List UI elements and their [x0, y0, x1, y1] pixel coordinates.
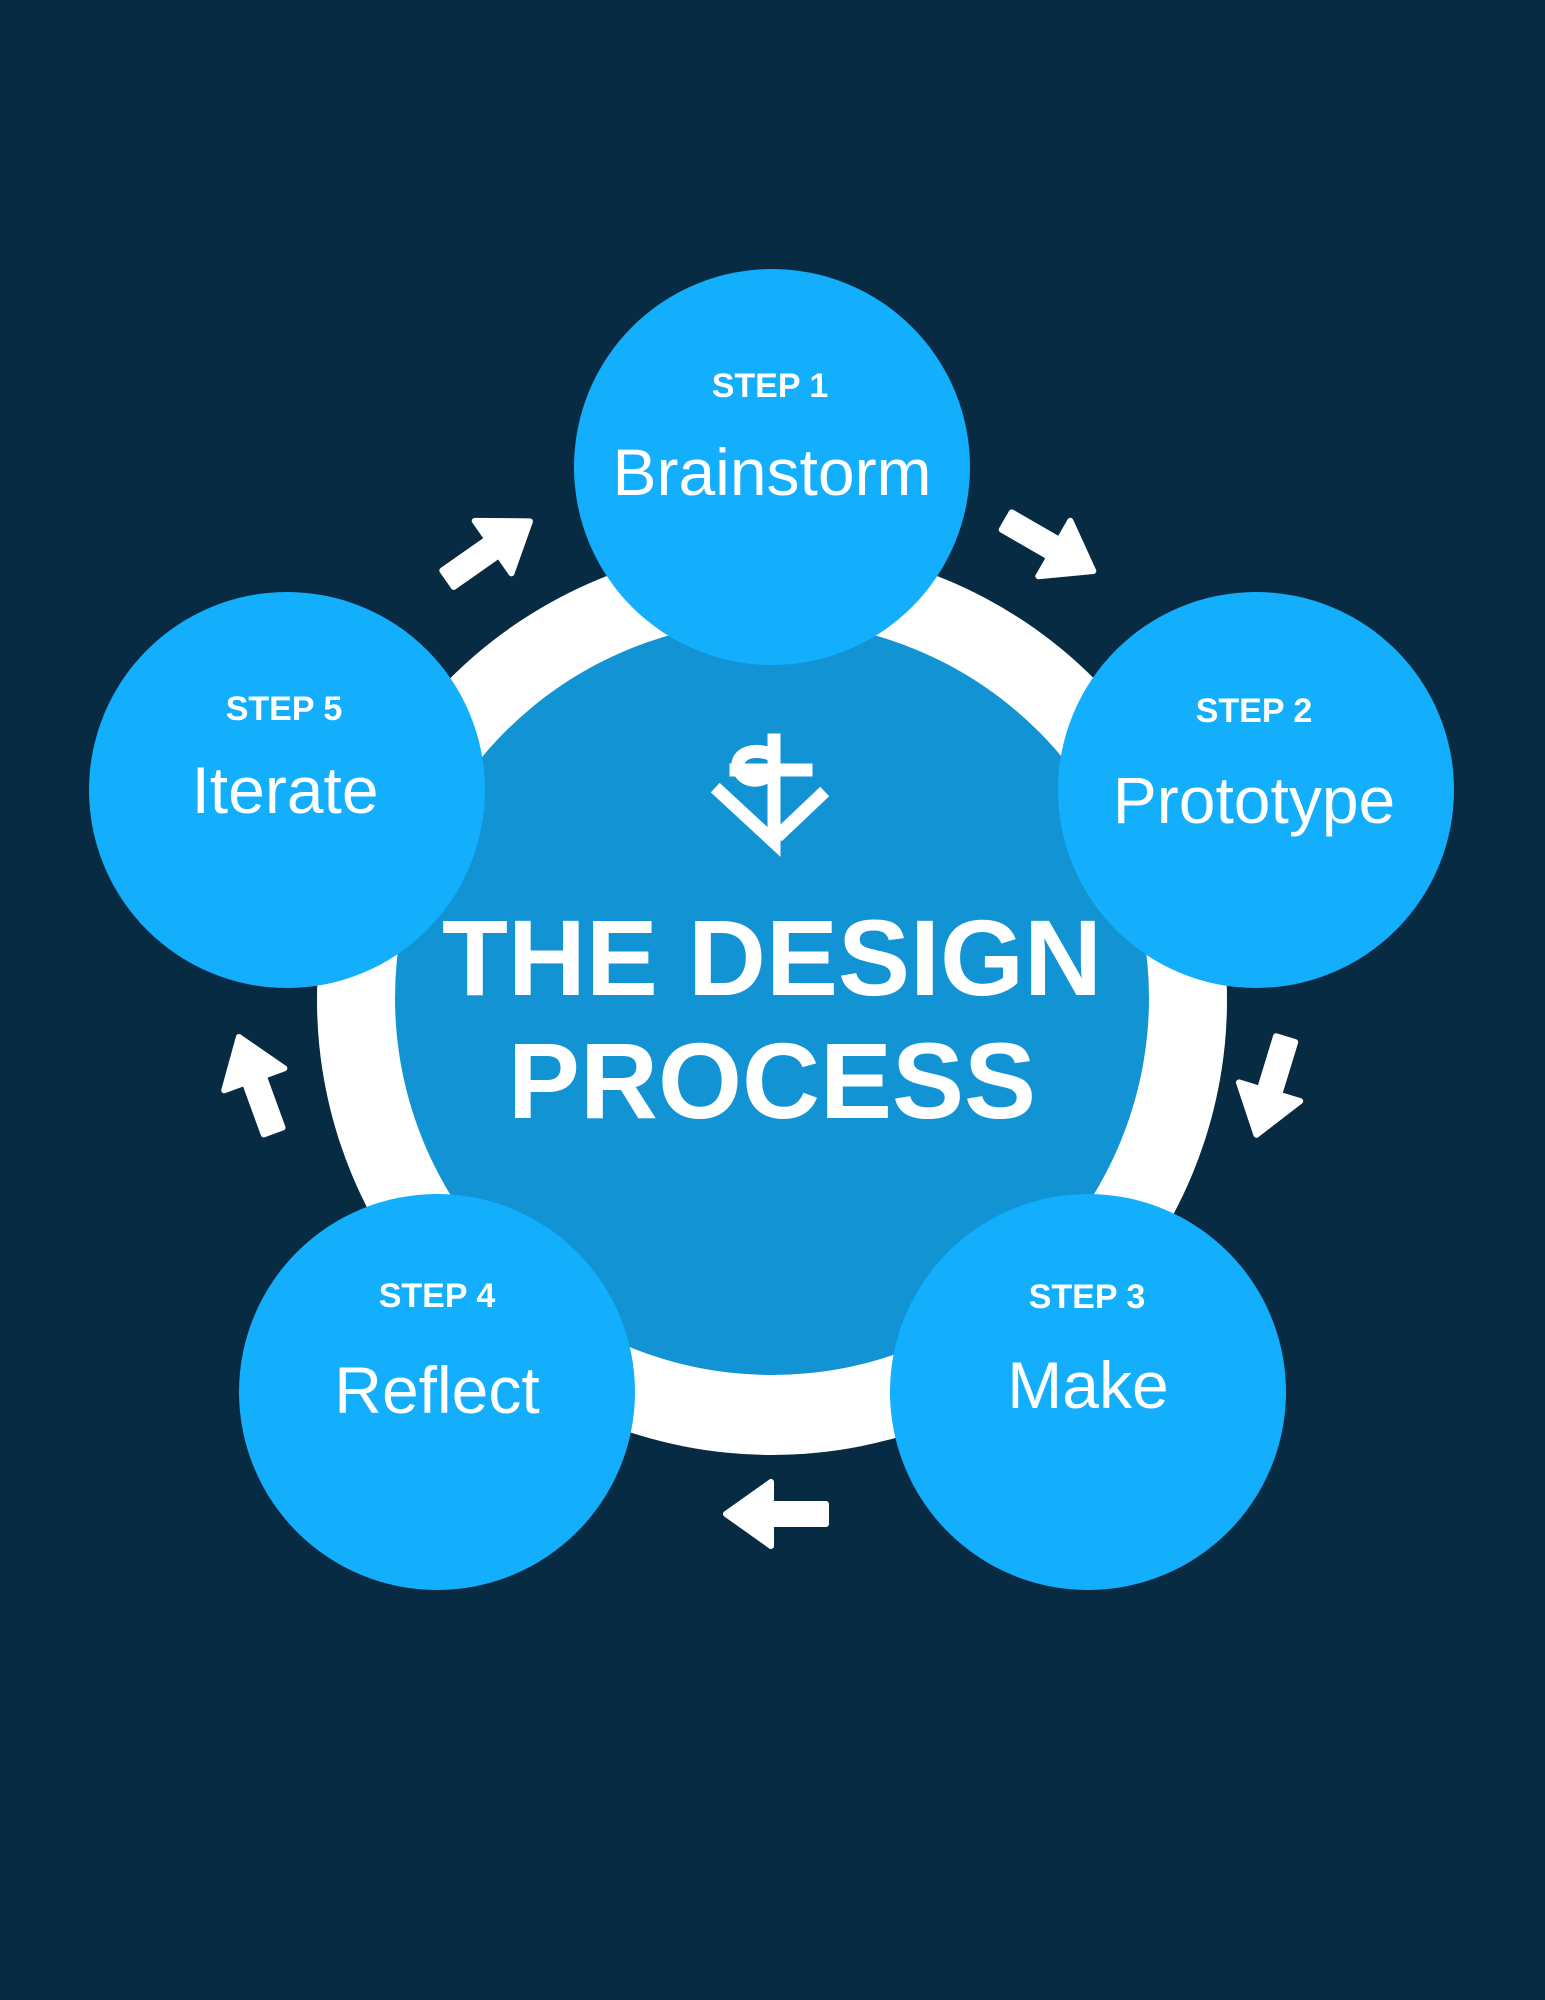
arrow-up-icon: [221, 1034, 288, 1138]
step-4-label: STEP 4: [379, 1277, 496, 1315]
step-2-name: Prototype: [1113, 763, 1396, 837]
step-4: STEP 4 Reflect: [239, 1194, 635, 1590]
step-1-label: STEP 1: [712, 367, 829, 405]
step-3-label: STEP 3: [1029, 1278, 1146, 1316]
step-1-circle: [574, 269, 970, 665]
step-5-circle: [89, 592, 485, 988]
center-title-line1: THE DESIGN: [442, 897, 1102, 1018]
center-disc: [395, 621, 1149, 1375]
arrow-right-icon: [998, 509, 1097, 580]
arrow-left-icon: [723, 1479, 829, 1549]
step-1: STEP 1 Brainstorm: [574, 269, 970, 665]
step-5-label: STEP 5: [226, 690, 343, 728]
center-title-line2: PROCESS: [508, 1020, 1036, 1141]
step-1-name: Brainstorm: [612, 435, 931, 509]
step-2: STEP 2 Prototype: [1058, 592, 1454, 988]
step-5: STEP 5 Iterate: [89, 592, 485, 988]
step-3: STEP 3 Make: [890, 1194, 1286, 1590]
step-4-circle: [239, 1194, 635, 1590]
step-5-name: Iterate: [191, 753, 378, 827]
step-4-name: Reflect: [334, 1353, 539, 1427]
step-2-circle: [1058, 592, 1454, 988]
anchor-logo-icon: [710, 733, 830, 857]
arrow-up-right-icon: [439, 517, 533, 590]
step-3-circle: [890, 1194, 1286, 1590]
step-2-label: STEP 2: [1196, 692, 1313, 730]
step-3-name: Make: [1007, 1348, 1168, 1422]
arrow-down-icon: [1235, 1033, 1304, 1138]
